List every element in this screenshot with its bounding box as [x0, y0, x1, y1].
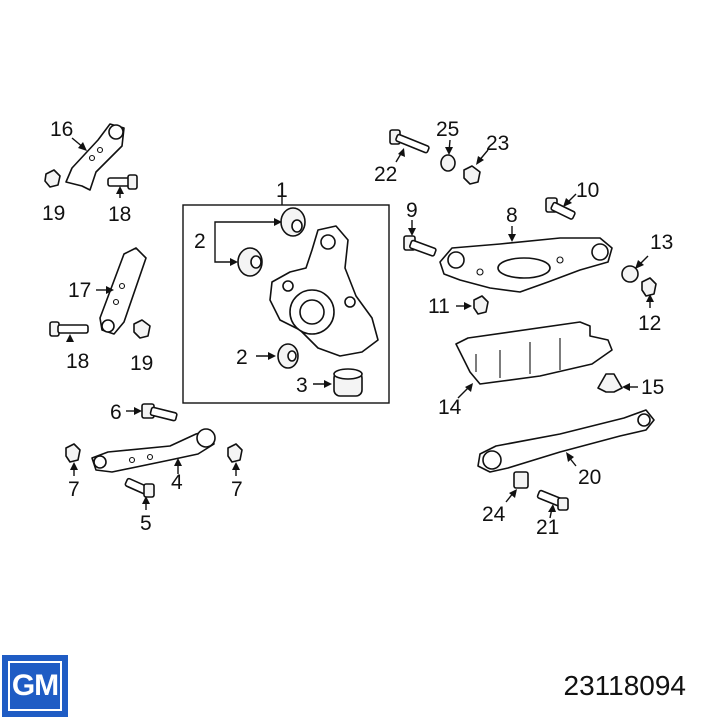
- part-17-trailing-link: [99, 247, 147, 335]
- callout-8: 8: [506, 204, 518, 227]
- part-14-shield: [455, 321, 613, 385]
- gm-logo-text: GM: [11, 669, 59, 702]
- knuckle-assembly-box: [182, 204, 390, 404]
- part-24-spacer: [513, 471, 529, 489]
- bushing-left: [237, 247, 263, 277]
- callout-18-lower: 18: [66, 350, 89, 373]
- callout-6: 6: [110, 401, 122, 424]
- part-18-bolt-lower: [49, 321, 89, 337]
- callout-23: 23: [486, 132, 509, 155]
- callout-2-lower: 2: [236, 346, 248, 369]
- part-9-bolt: [403, 235, 437, 257]
- part-7-nut-right: [227, 443, 243, 463]
- part-19-nut-lower: [133, 319, 151, 339]
- part-number: 23118094: [563, 670, 687, 701]
- callout-25: 25: [436, 118, 459, 141]
- part-13-washer: [621, 265, 639, 283]
- part-6-bolt: [141, 403, 178, 422]
- part-4-lateral-link: [91, 428, 216, 473]
- part-12-nut: [641, 277, 657, 297]
- part-7-nut-left: [65, 443, 81, 463]
- part-21-bolt: [536, 489, 569, 511]
- callout-3: 3: [296, 374, 308, 397]
- bushing-upper: [280, 207, 306, 237]
- callout-20: 20: [578, 466, 601, 489]
- part-15-clip: [597, 373, 623, 393]
- callout-16: 16: [50, 118, 73, 141]
- callout-24: 24: [482, 503, 506, 526]
- callout-2-upper: 2: [194, 230, 206, 253]
- bushing-lower: [277, 343, 299, 369]
- part-16-bracket: [65, 123, 125, 191]
- part-22-bolt: [389, 129, 430, 154]
- callout-11: 11: [428, 295, 450, 318]
- part-20-link: [477, 409, 655, 473]
- steering-knuckle: [269, 225, 379, 357]
- part-19-nut-upper: [44, 169, 61, 188]
- part-5-bolt: [124, 477, 155, 498]
- callout-4: 4: [171, 471, 183, 494]
- callout-5: 5: [140, 512, 152, 535]
- callout-13: 13: [650, 231, 673, 254]
- part-18-bolt-upper: [107, 174, 138, 190]
- callout-9: 9: [406, 199, 418, 222]
- callout-21: 21: [536, 516, 559, 539]
- callout-22: 22: [374, 163, 397, 186]
- callout-7-left: 7: [68, 478, 80, 501]
- callout-17: 17: [68, 279, 91, 302]
- part-11-nut: [473, 295, 489, 315]
- callout-14: 14: [438, 396, 462, 419]
- callout-19-upper: 19: [42, 202, 65, 225]
- part-25-washer: [440, 154, 456, 172]
- callout-18-upper: 18: [108, 203, 131, 226]
- part-23-nut: [463, 165, 481, 185]
- callout-7-right: 7: [231, 478, 243, 501]
- callout-19-lower: 19: [130, 352, 153, 375]
- callout-1: 1: [276, 179, 288, 202]
- part-8-control-arm: [439, 237, 613, 293]
- callout-10: 10: [576, 179, 599, 202]
- callout-12: 12: [638, 312, 661, 335]
- gm-logo: GM: [2, 655, 68, 717]
- part-10-bolt: [545, 197, 576, 220]
- callout-15: 15: [641, 376, 664, 399]
- bushing-large: [333, 368, 363, 397]
